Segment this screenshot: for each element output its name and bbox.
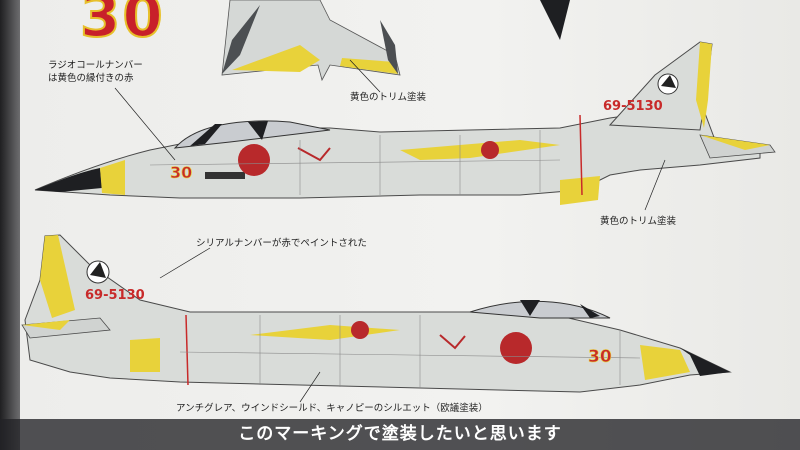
note-yellow-trim-right: 黄色のトリム塗装: [600, 216, 677, 227]
subtitle-bar: [0, 419, 800, 450]
note-radio-callsign-line2: は黄色の縁付きの赤: [48, 73, 134, 84]
book-spine-shadow: [0, 0, 20, 450]
top-planform-view: [221, 0, 570, 82]
lower-aircraft-side-view: 30 69-5130: [21, 234, 732, 393]
subtitle-caption: このマーキングで塗装したいと思います: [238, 424, 562, 444]
large-radio-number: 30: [79, 0, 165, 51]
note-serial-red: シリアルナンバーが赤でペイントされた: [196, 238, 367, 249]
lower-nose-number: 30: [588, 347, 612, 367]
upper-aircraft-side-view: 30 69-5130: [34, 41, 776, 205]
upper-tail-serial: 69-5130: [603, 99, 663, 114]
note-antiglare: アンチグレア、ウインドシールド、キャノピーのシルエット（欧議塗装）: [176, 403, 488, 414]
note-yellow-trim-top: 黄色のトリム塗装: [350, 92, 427, 103]
leader-lines: [114, 59, 666, 403]
note-radio-callsign-line1: ラジオコールナンバー: [48, 60, 143, 71]
lower-tail-serial: 69-5130: [85, 288, 145, 303]
upper-nose-number: 30: [170, 163, 192, 182]
